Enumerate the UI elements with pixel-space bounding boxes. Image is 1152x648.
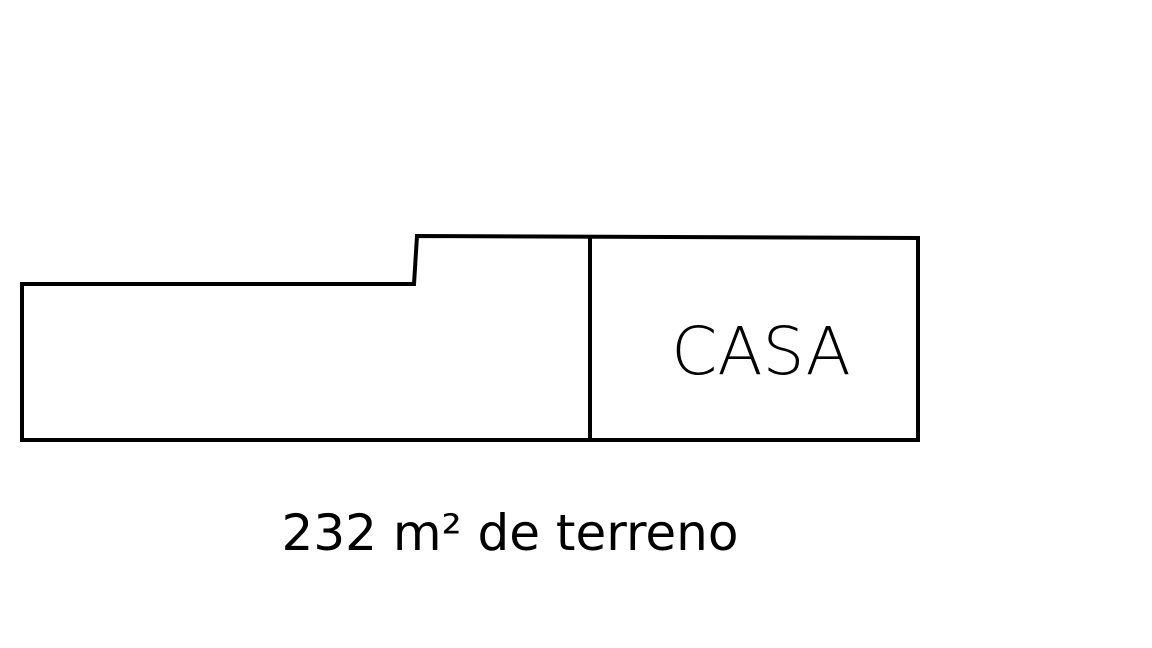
lot-boundary [20, 233, 920, 442]
house-label: CASA [671, 313, 851, 390]
lot-area-caption: 232 m² de terreno [281, 504, 739, 562]
